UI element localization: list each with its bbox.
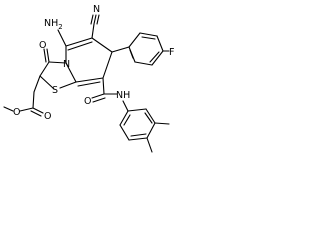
bond-fp-5	[134, 61, 153, 66]
bond-dm-5	[119, 124, 130, 141]
bond-c7-aryl	[111, 46, 130, 53]
bond-dm-2-double	[144, 112, 153, 124]
bond-methyl-1	[154, 122, 170, 125]
bond-dm-1	[127, 108, 147, 112]
nitrile-n-label: N	[93, 4, 100, 15]
ring-carbonyl-o-label: O	[39, 40, 46, 51]
bond-c5-c6	[65, 37, 93, 47]
amide-nh-label: NH	[116, 90, 130, 101]
bond-dm-4-double	[130, 133, 147, 137]
ring-s-label: S	[52, 85, 58, 96]
bond-fp-2	[139, 32, 158, 37]
bond-c8-amide	[102, 77, 105, 95]
bond-c7-c8	[102, 51, 113, 79]
fluorine-label: F	[169, 47, 174, 58]
bond-s-c8a	[59, 81, 77, 89]
bond-amide-o-double	[92, 97, 106, 103]
amino-label: NH2	[44, 18, 63, 31]
bond-dm-3	[146, 122, 156, 139]
bond-fp-6-double	[129, 49, 134, 59]
bond-nitrile-2	[90, 14, 94, 25]
bond-c8a-n	[65, 62, 77, 83]
bond-ester-o-double	[30, 110, 42, 117]
ester-methoxy-o-label: O	[13, 107, 20, 118]
bond-nitrile-3	[96, 14, 100, 25]
bond-fp-3	[156, 35, 164, 52]
bond-c3-c2	[39, 61, 50, 77]
bond-c3-o-double	[43, 48, 47, 63]
bond-dm-2	[145, 108, 156, 124]
bond-c5-c6-double	[67, 41, 93, 51]
bond-c5-nh2	[57, 29, 67, 47]
bond-c6-cn	[91, 23, 95, 39]
bond-dm-6-double	[123, 114, 131, 126]
bond-c2-s	[39, 75, 55, 90]
bond-ester-o	[32, 107, 44, 114]
bond-methyl-2	[146, 137, 153, 153]
bond-amide-o	[91, 93, 105, 99]
bond-fp-4-double	[149, 51, 160, 63]
molecule-structure: NH2 N F O N S O NH O O	[3, 4, 174, 153]
ester-carbonyl-o-label: O	[44, 111, 51, 122]
bond-dm-4	[128, 137, 148, 141]
bond-fp-1	[128, 32, 141, 48]
ring-n-label: N	[63, 59, 70, 70]
bond-methoxy-methyl	[3, 106, 14, 112]
bond-fp-4	[151, 50, 164, 66]
bond-fp-2-double	[141, 36, 156, 40]
bond-nitrile-1	[93, 14, 97, 25]
bond-c8-c8a-double	[77, 81, 101, 87]
bond-n-c3	[48, 61, 67, 64]
amide-o-label: O	[84, 96, 91, 107]
bond-layer	[3, 14, 170, 153]
bond-c3-o	[46, 48, 50, 63]
bond-c2-ch2	[33, 75, 41, 93]
atom-labels: NH2 N F O N S O NH O O	[13, 4, 174, 122]
bond-dm-6	[119, 110, 129, 126]
bond-ch2-ester	[32, 91, 35, 109]
bond-ester-ome	[19, 107, 34, 112]
bond-c6-c7	[91, 37, 113, 53]
bond-c8-c8a	[75, 77, 104, 83]
bond-nh-aryl	[122, 100, 129, 112]
